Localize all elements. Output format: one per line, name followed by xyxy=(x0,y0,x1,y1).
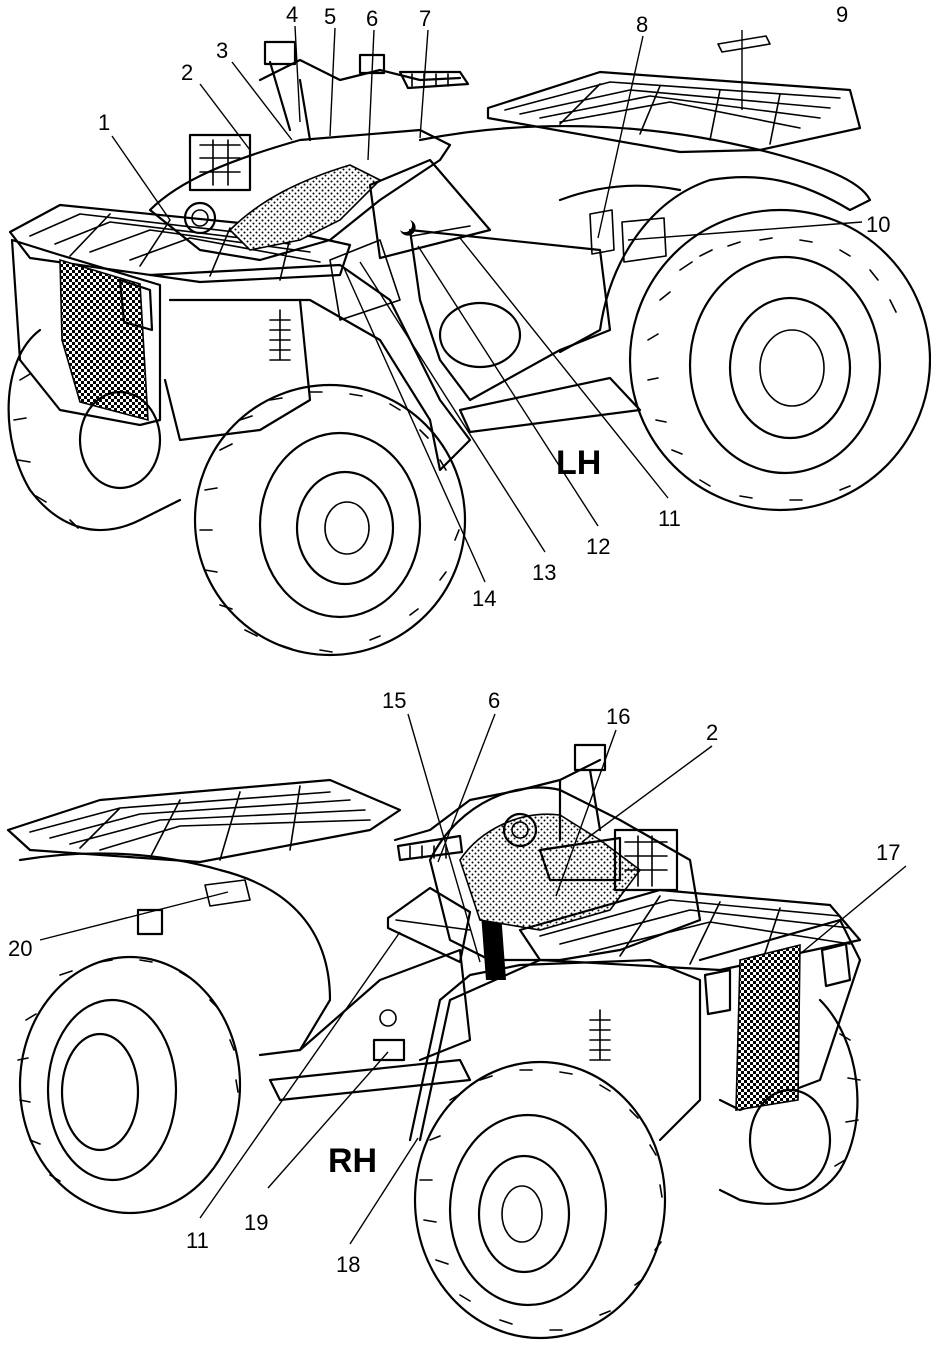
lh-callout-13: 13 xyxy=(532,560,556,585)
rh-callout-20: 20 xyxy=(8,936,32,961)
rh-leader-lines xyxy=(39,713,907,1245)
lh-callout-3: 3 xyxy=(216,38,228,63)
rh-callouts: 15 6 16 2 17 20 11 19 18 xyxy=(8,688,900,1277)
lh-leader-lines xyxy=(111,25,863,583)
atv-right-side-illustration xyxy=(6,743,862,1340)
rh-callout-17: 17 xyxy=(876,840,900,865)
rh-callout-18: 18 xyxy=(336,1252,360,1277)
lh-view-label: LH xyxy=(556,444,601,482)
lh-callout-1: 1 xyxy=(98,110,110,135)
lh-callout-7: 7 xyxy=(419,6,431,31)
atv-left-side-illustration xyxy=(7,40,931,657)
lh-callout-6: 6 xyxy=(366,6,378,31)
lh-callout-10: 10 xyxy=(866,212,890,237)
rh-callout-2: 2 xyxy=(706,720,718,745)
lh-callout-4: 4 xyxy=(286,2,298,27)
lh-callout-9: 9 xyxy=(836,2,848,27)
lh-callout-5: 5 xyxy=(324,4,336,29)
rh-view-label: RH xyxy=(328,1142,377,1180)
rh-callout-15: 15 xyxy=(382,688,406,713)
rh-callout-19: 19 xyxy=(244,1210,268,1235)
lh-callouts: 1 2 3 4 5 6 7 8 9 10 11 12 13 14 xyxy=(98,2,890,611)
lh-callout-14: 14 xyxy=(472,586,496,611)
rh-callout-16: 16 xyxy=(606,704,630,729)
lh-callout-12: 12 xyxy=(586,534,610,559)
lh-callout-8: 8 xyxy=(636,12,648,37)
rh-callout-11: 11 xyxy=(186,1228,209,1253)
rh-callout-6: 6 xyxy=(488,688,500,713)
lh-callout-2: 2 xyxy=(181,60,193,85)
decal-9-icon xyxy=(717,35,771,53)
lh-callout-11: 11 xyxy=(658,506,681,531)
